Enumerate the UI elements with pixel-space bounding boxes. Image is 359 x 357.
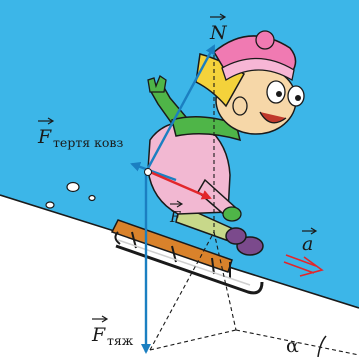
application-point — [145, 169, 152, 176]
svg-text:N: N — [209, 22, 228, 44]
angle-label: α — [286, 335, 299, 357]
svg-text:F: F — [91, 324, 106, 346]
svg-text:F: F — [37, 126, 52, 148]
svg-text:a: a — [302, 233, 313, 255]
svg-text:тяж: тяж — [107, 333, 134, 348]
svg-text:тертя ковз: тертя ковз — [53, 135, 123, 150]
svg-text:F: F — [169, 208, 181, 226]
